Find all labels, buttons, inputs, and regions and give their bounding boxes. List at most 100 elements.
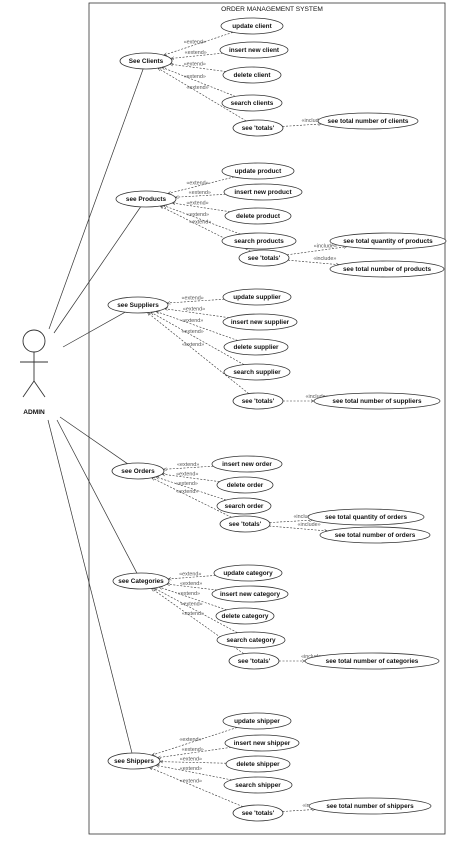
uc-see-total-number-of-orders-label: see total number of orders	[335, 532, 416, 539]
uc-see-total-number-of-orders: see total number of orders	[319, 526, 431, 544]
extend-relation-insert-new-shipper-5-line	[158, 747, 232, 757]
uc-search-shipper-ellipse	[223, 776, 293, 794]
extend-relation-delete-category-4: «extend»	[159, 587, 227, 611]
uc-search-products-ellipse	[221, 232, 297, 250]
uc-see-totals-see-shippers-label: see 'totals'	[242, 810, 275, 817]
uc-see-totals-see-clients: see 'totals'	[232, 119, 284, 137]
uc-see-clients-ellipse	[119, 52, 173, 70]
uc-see-totals-see-products: see 'totals'	[238, 249, 290, 267]
include-relation-see-total-number-of-shippers-line	[282, 809, 315, 812]
uc-delete-category-label: delete category	[222, 613, 269, 620]
uc-insert-new-order-ellipse	[211, 455, 283, 473]
uc-delete-product-ellipse	[224, 207, 292, 225]
uc-see-total-quantity-of-orders-ellipse	[307, 508, 425, 526]
uc-see-products-label: see Products	[126, 196, 167, 203]
uc-search-clients: search clients	[221, 94, 283, 112]
uc-insert-new-supplier-ellipse	[222, 313, 298, 331]
system-title: ORDER MANAGEMENT SYSTEM	[221, 6, 323, 13]
uc-see-total-quantity-of-products: see total quantity of products	[329, 232, 447, 250]
extend-relation-search-order-3: «extend»	[156, 477, 227, 501]
uc-see-categories-ellipse	[112, 572, 170, 590]
extend-relation-search-shipper-5: «extend»	[156, 765, 232, 781]
extend-relation-see-totals-0: «extend»	[158, 68, 247, 122]
association-line-see-categories	[56, 419, 138, 574]
extend-relation-insert-new-order-3-line	[163, 465, 214, 469]
uc-update-product-ellipse	[221, 162, 295, 180]
uc-update-client-ellipse	[220, 17, 284, 35]
extend-relation-update-client-0-label: «extend»	[184, 39, 206, 45]
system-boundary	[88, 2, 446, 835]
include-relation-see-total-number-of-products: «include»	[288, 256, 339, 265]
uc-see-products: see Products	[115, 190, 177, 208]
uc-see-totals-see-categories-label: see 'totals'	[238, 658, 271, 665]
uc-see-total-number-of-products: see total number of products	[329, 260, 445, 278]
extend-relation-see-totals-5-line	[149, 767, 243, 807]
extend-relation-update-supplier-2-line	[167, 298, 225, 303]
actor-right-leg	[33, 380, 46, 398]
uc-update-client-label: update client	[232, 23, 272, 30]
uc-see-total-number-of-suppliers: see total number of suppliers	[313, 392, 441, 410]
extend-relation-delete-shipper-5: «extend»	[160, 756, 227, 764]
uc-see-total-number-of-categories-label: see total number of categories	[326, 658, 419, 665]
uc-see-totals-see-orders-ellipse	[219, 515, 271, 533]
uc-see-total-number-of-shippers-label: see total number of shippers	[326, 803, 414, 810]
actor-label: ADMIN	[23, 409, 45, 416]
extend-relation-insert-new-product-1: «extend»	[175, 190, 226, 197]
extend-relation-delete-order-3: «extend»	[162, 471, 220, 482]
uc-search-order: search order	[216, 497, 272, 515]
uc-update-supplier-label: update supplier	[233, 294, 281, 301]
include-relation-see-total-number-of-orders: «include»	[269, 522, 327, 531]
uc-insert-new-client-ellipse	[219, 41, 289, 59]
extend-relation-delete-supplier-2-label: «extend»	[181, 318, 203, 324]
extend-relation-insert-new-order-3-label: «extend»	[177, 462, 199, 468]
extend-relation-update-shipper-5: «extend»	[152, 727, 238, 755]
extend-relation-see-totals-5-label: «extend»	[180, 778, 202, 784]
uc-see-total-number-of-shippers: see total number of shippers	[308, 797, 432, 815]
actor-head	[22, 329, 46, 353]
uc-see-suppliers-ellipse	[107, 296, 169, 314]
extend-relation-see-totals-2-label: «extend»	[182, 342, 204, 348]
uc-see-total-number-of-orders-ellipse	[319, 526, 431, 544]
uc-see-orders-ellipse	[111, 462, 165, 480]
uc-see-total-number-of-categories-ellipse	[304, 652, 440, 670]
uc-update-shipper-ellipse	[222, 712, 292, 730]
extend-relation-insert-new-shipper-5: «extend»	[158, 747, 232, 758]
extend-relation-update-supplier-2-label: «extend»	[182, 295, 204, 301]
uc-see-total-number-of-clients-ellipse	[317, 112, 419, 130]
include-relation-see-total-quantity-of-orders-label: «include»	[293, 514, 316, 520]
uc-see-shippers-ellipse	[107, 752, 161, 770]
extend-relation-see-totals-1: «extend»	[160, 205, 251, 252]
uc-search-category: search category	[216, 631, 286, 649]
uc-update-product: update product	[221, 162, 295, 180]
uc-search-order-label: search order	[225, 503, 264, 510]
uc-see-total-number-of-clients: see total number of clients	[317, 112, 419, 130]
extend-relation-delete-client-0-line	[170, 64, 226, 72]
association-line-see-products	[53, 206, 141, 334]
uc-see-totals-see-products-ellipse	[238, 249, 290, 267]
extend-relation-insert-new-client-0-label: «extend»	[185, 50, 207, 56]
extend-relation-delete-client-0: «extend»	[170, 61, 226, 72]
uc-see-totals-see-shippers: see 'totals'	[232, 804, 284, 822]
extend-relation-see-totals-1-label: «extend»	[189, 220, 211, 226]
uc-see-total-number-of-categories: see total number of categories	[304, 652, 440, 670]
uc-delete-order-label: delete order	[227, 482, 264, 489]
uc-see-totals-see-categories-ellipse	[228, 652, 280, 670]
extend-relation-update-category-4-label: «extend»	[179, 571, 201, 577]
extend-relation-insert-new-supplier-2-line	[165, 309, 229, 318]
uc-insert-new-product-ellipse	[223, 183, 303, 201]
include-relation-see-total-quantity-of-orders: «include»	[269, 514, 317, 523]
extend-relation-see-totals-3-line	[152, 477, 232, 518]
relationship-lines: «extend»«extend»«extend»«extend»«extend»…	[147, 32, 346, 812]
extend-relation-search-clients-0-line	[162, 67, 236, 97]
uc-see-categories-label: see Categories	[118, 578, 164, 585]
uc-see-shippers-label: see Shippers	[114, 758, 154, 765]
extend-relation-insert-new-shipper-5-label: «extend»	[182, 747, 204, 753]
extend-relation-delete-category-4-label: «extend»	[178, 591, 200, 597]
uc-search-products: search products	[221, 232, 297, 250]
extend-relation-see-totals-5: «extend»	[149, 767, 243, 807]
extend-relation-search-order-3-label: «extend»	[176, 481, 198, 487]
extend-relation-see-totals-0-line	[158, 68, 247, 122]
extend-relation-update-category-4-line	[168, 575, 216, 579]
uc-insert-new-shipper-label: insert new shipper	[234, 740, 291, 747]
